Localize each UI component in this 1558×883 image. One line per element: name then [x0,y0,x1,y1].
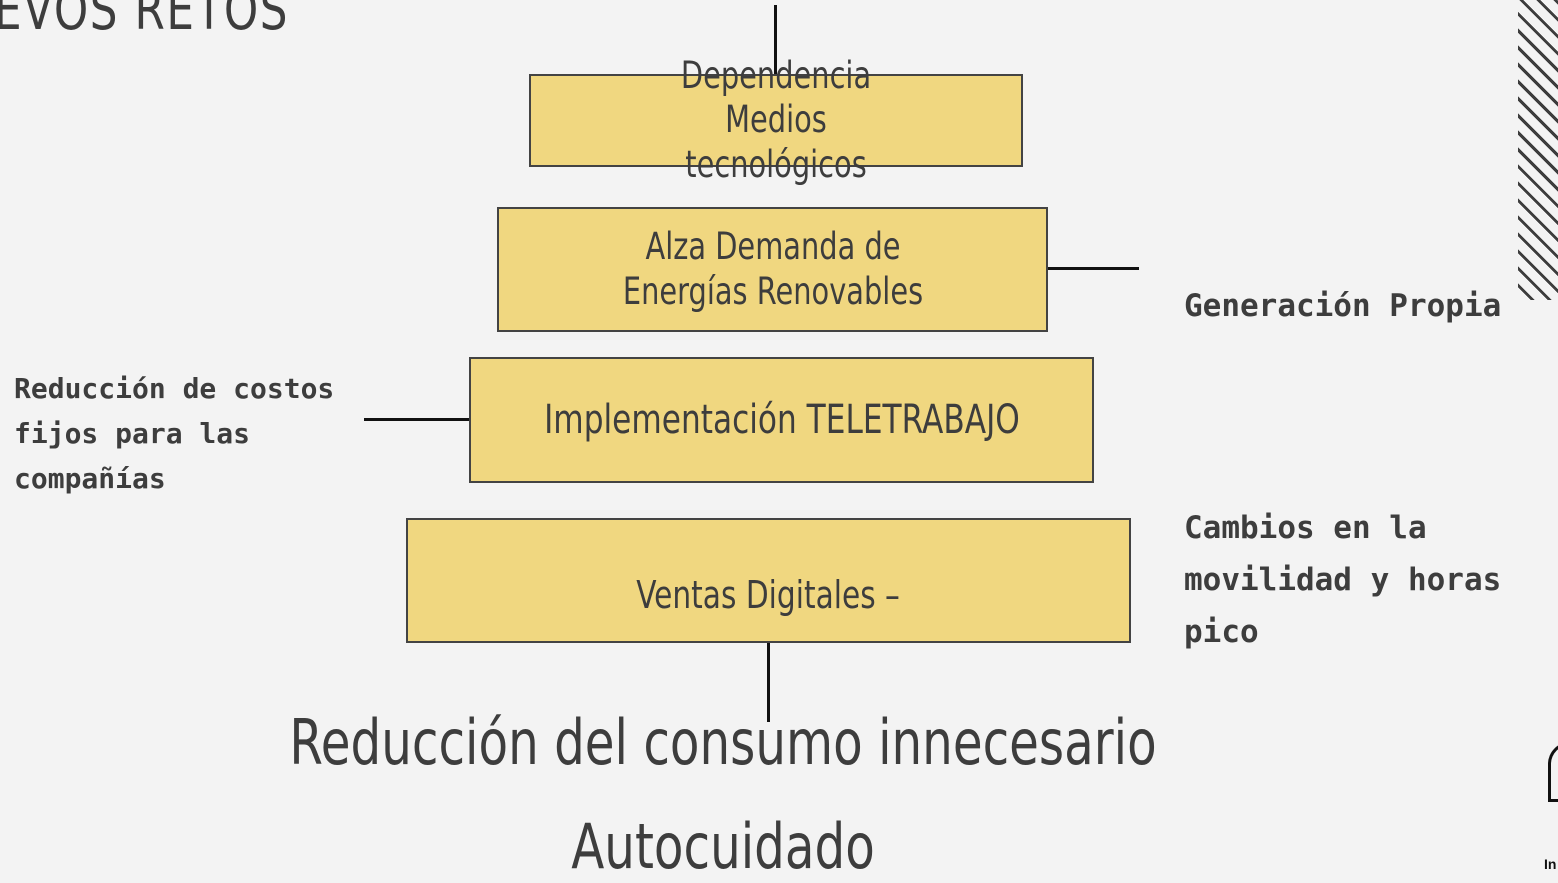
note-reduccion-costos: Reducción de costos fijos para las compa… [14,372,335,495]
ventas-connector-line [767,642,770,722]
box-teletrabajo: Implementación TELETRABAJO [469,357,1094,483]
note-cambios-movilidad: Cambios en la movilidad y horas pico [1184,510,1502,650]
autocuidado-text: Autocuidado [571,810,875,883]
box-alza-demanda-label: Alza Demanda de Energías Renovables [622,225,923,313]
box-dependencia: Dependencia Medios tecnológicos [529,54,1023,186]
teletrabajo-connector-line [364,418,470,421]
reduccion-consumo-text: Reducción del consumo innecesario [289,706,1157,779]
note-generacion-propia: Generación Propia [1184,288,1502,324]
logo-fragment [1548,742,1558,802]
top-connector-line [774,5,777,75]
hatch-decoration [1518,0,1558,300]
logo-text-fragment: In [1544,856,1557,872]
box-teletrabajo-label: Implementación TELETRABAJO [543,397,1020,443]
box-ventas-digitales-label: Ventas Digitales – [636,572,901,617]
box-alza-demanda: Alza Demanda de Energías Renovables [497,207,1048,332]
alza-connector-line [1047,267,1139,270]
slide-title: EVOS RETOS [0,0,290,43]
box-ventas-digitales: Ventas Digitales – [406,518,1131,643]
box-dependencia-label: Dependencia Medios tecnológicos [680,53,872,186]
